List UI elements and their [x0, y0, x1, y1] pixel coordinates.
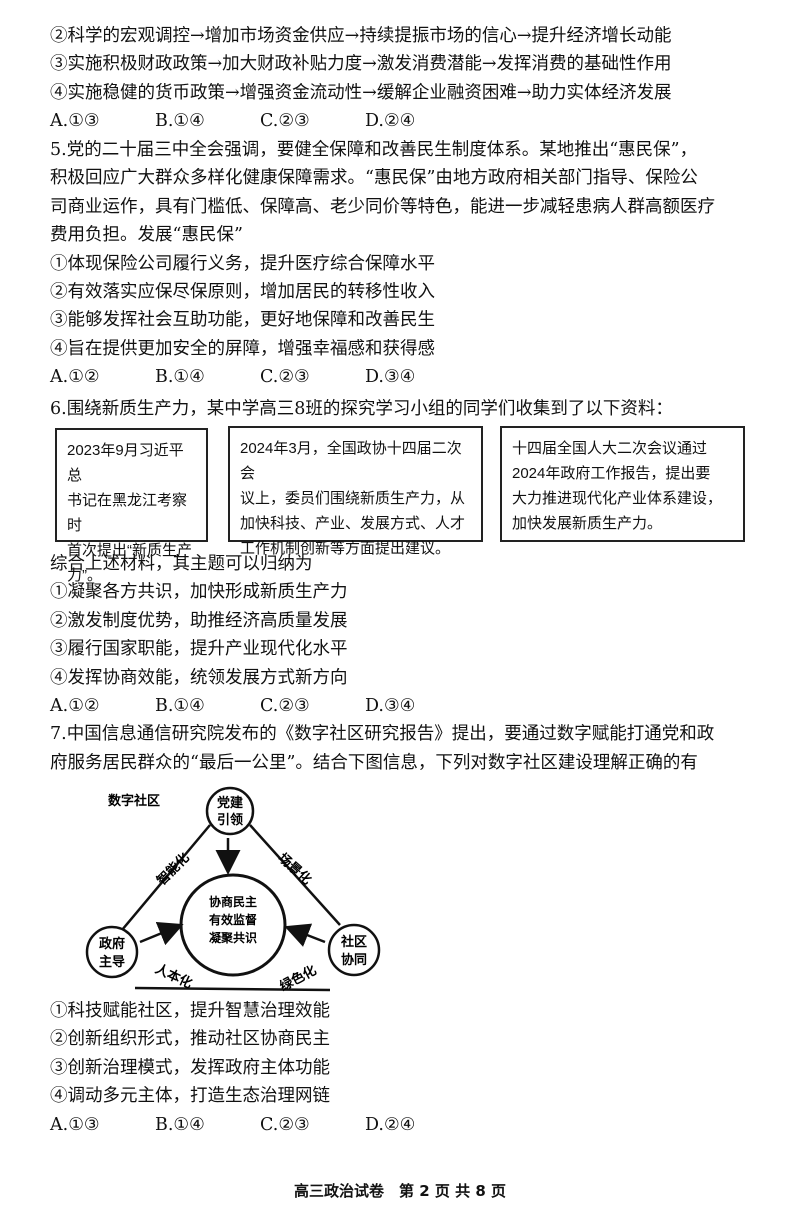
- statement: ①科技赋能社区，提升智慧治理效能: [50, 1001, 330, 1021]
- center-label: 协商民主: [209, 894, 257, 909]
- center-label: 有效监督: [209, 912, 257, 927]
- answer-a: A.①②: [50, 696, 100, 717]
- question-7-items: ①科技赋能社区，提升智慧治理效能 ②创新组织形式，推动社区协商民主 ③创新治理模…: [50, 997, 760, 1139]
- digital-community-diagram: 数字社区 党建 引领 政府 主导 社区 协同 协商民主 有效监督 凝聚共识 智能…: [85, 786, 381, 995]
- box-line: 2023年9月习近平总: [67, 442, 184, 484]
- question-stem: 积极回应广大群众多样化健康保障需求。“惠民保”由地方政府相关部门指导、保险公: [50, 168, 698, 189]
- answer-d: D.②④: [365, 1114, 416, 1135]
- edge-label: 场景化: [275, 850, 315, 888]
- box-line: 2024年政府工作报告，提出要: [512, 465, 711, 482]
- box-line: 2024年3月，全国政协十四届二次会: [240, 440, 462, 482]
- answer-b: B.①④: [155, 1114, 205, 1135]
- box-line: 首次提出“新质生产: [67, 542, 192, 559]
- question-5: 5.党的二十届三中全会强调，要健全保障和改善民生制度体系。某地推出“惠民保”， …: [50, 136, 760, 392]
- left-node: [85, 925, 139, 979]
- option-line: ②科学的宏观调控→增加市场资金供应→持续提振市场的信心→提升经济增长动能: [50, 26, 672, 46]
- answer-options: A.①② B.①④ C.②③ D.③④: [50, 692, 760, 720]
- box-line: 加快科技、产业、发展方式、人才: [240, 515, 466, 532]
- right-node: [327, 923, 381, 977]
- page-footer: 高三政治试卷 第 2 页 共 8 页: [294, 1182, 506, 1200]
- answer-options: A.①② B.①④ C.②③ D.③④: [50, 363, 760, 391]
- question-4-tail: ②科学的宏观调控→增加市场资金供应→持续提振市场的信心→提升经济增长动能 ③实施…: [50, 22, 760, 136]
- question-stem: 6.围绕新质生产力，某中学高三8班的探究学习小组的同学们收集到了以下资料：: [50, 399, 673, 419]
- answer-b: B.①④: [155, 111, 205, 132]
- question-prompt: 综合上述材料，其主题可以归纳为: [50, 554, 313, 574]
- node-label: 协同: [341, 952, 367, 968]
- answer-c: C.②③: [260, 696, 310, 717]
- node-label: 主导: [99, 954, 125, 970]
- box-line: 书记在黑龙江考察时: [67, 492, 188, 534]
- triangle-edge: [249, 824, 341, 926]
- statement: ③能够发挥社会互助功能，更好地保障和改善民生: [50, 310, 435, 331]
- node-label: 党建: [217, 795, 243, 811]
- triangle-edge: [134, 986, 331, 992]
- box-line: 工作机制创新等方面提出建议。: [240, 540, 451, 557]
- node-label: 引领: [217, 812, 243, 828]
- answer-d: D.②④: [365, 111, 416, 132]
- material-box-3: 十四届全国人大二次会议通过 2024年政府工作报告，提出要 大力推进现代化产业体…: [500, 426, 745, 542]
- question-stem: 7.中国信息通信研究院发布的《数字社区研究报告》提出，要通过数字赋能打通党和政: [50, 724, 715, 745]
- answer-b: B.①④: [155, 367, 205, 388]
- arrow: [139, 922, 184, 946]
- box-line: 十四届全国人大二次会议通过: [512, 440, 708, 457]
- triangle-edge: [121, 824, 211, 931]
- question-6-stem: 6.围绕新质生产力，某中学高三8班的探究学习小组的同学们收集到了以下资料：: [50, 395, 760, 423]
- answer-c: C.②③: [260, 367, 310, 388]
- statement: ③创新治理模式，发挥政府主体功能: [50, 1057, 330, 1078]
- answer-a: A.①②: [50, 367, 100, 388]
- statement: ③履行国家职能，提升产业现代化水平: [50, 639, 348, 660]
- statement: ④发挥协商效能，统领发展方式新方向: [50, 667, 348, 688]
- answer-c: C.②③: [260, 1114, 310, 1135]
- center-label: 凝聚共识: [209, 930, 257, 945]
- arrow: [284, 923, 326, 947]
- box-line: 大力推进现代化产业体系建设，: [512, 490, 723, 507]
- answer-options: A.①③ B.①④ C.②③ D.②④: [50, 107, 760, 135]
- answer-a: A.①③: [50, 111, 100, 132]
- statement: ②创新组织形式，推动社区协商民主: [50, 1029, 330, 1050]
- question-stem: 5.党的二十届三中全会强调，要健全保障和改善民生制度体系。某地推出“惠民保”，: [50, 140, 698, 160]
- node-label: 社区: [340, 934, 367, 950]
- answer-a: A.①③: [50, 1114, 100, 1135]
- answer-d: D.③④: [365, 696, 416, 717]
- edge-label: 智能化: [154, 850, 193, 889]
- question-stem: 司商业运作，具有门槛低、保障高、老少同价等特色，能进一步减轻患病人群高额医疗: [50, 196, 715, 217]
- statement: ②激发制度优势，助推经济高质量发展: [50, 610, 348, 631]
- material-box-1: 2023年9月习近平总 书记在黑龙江考察时 首次提出“新质生产 力”。: [55, 428, 208, 584]
- answer-options: A.①③ B.①④ C.②③ D.②④: [50, 1111, 760, 1139]
- question-stem: 费用负担。发展“惠民保”: [50, 225, 243, 246]
- diagram-title: 数字社区: [108, 793, 160, 809]
- answer-c: C.②③: [260, 111, 310, 132]
- top-node: [205, 786, 255, 836]
- option-line: ③实施积极财政政策→加大财政补贴力度→激发消费潜能→发挥消费的基础性作用: [50, 54, 672, 75]
- answer-d: D.③④: [365, 367, 416, 388]
- statement: ①体现保险公司履行义务，提升医疗综合保障水平: [50, 253, 435, 274]
- statement: ④旨在提供更加安全的屏障，增强幸福感和获得感: [50, 338, 435, 359]
- statement: ①凝聚各方共识，加快形成新质生产力: [50, 582, 348, 603]
- statement: ②有效落实应保尽保原则，增加居民的转移性收入: [50, 282, 435, 303]
- box-line: 力”。: [67, 567, 102, 584]
- answer-b: B.①④: [155, 696, 205, 717]
- box-line: 议上，委员们围绕新质生产力，从: [240, 490, 466, 507]
- material-box-2: 2024年3月，全国政协十四届二次会 议上，委员们围绕新质生产力，从 加快科技、…: [228, 426, 483, 557]
- statement: ④调动多元主体，打造生态治理网链: [50, 1086, 330, 1107]
- box-line: 加快发展新质生产力。: [512, 515, 663, 532]
- material-boxes: 2023年9月习近平总 书记在黑龙江考察时 首次提出“新质生产 力”。 2024…: [55, 426, 745, 584]
- option-line: ④实施稳健的货币政策→增强资金流动性→缓解企业融资困难→助力实体经济发展: [50, 82, 672, 103]
- node-label: 政府: [99, 936, 125, 952]
- question-6: 综合上述材料，其主题可以归纳为 ①凝聚各方共识，加快形成新质生产力 ②激发制度优…: [50, 550, 760, 777]
- question-stem: 府服务居民群众的“最后一公里”。结合下图信息，下列对数字社区建设理解正确的有: [50, 752, 698, 773]
